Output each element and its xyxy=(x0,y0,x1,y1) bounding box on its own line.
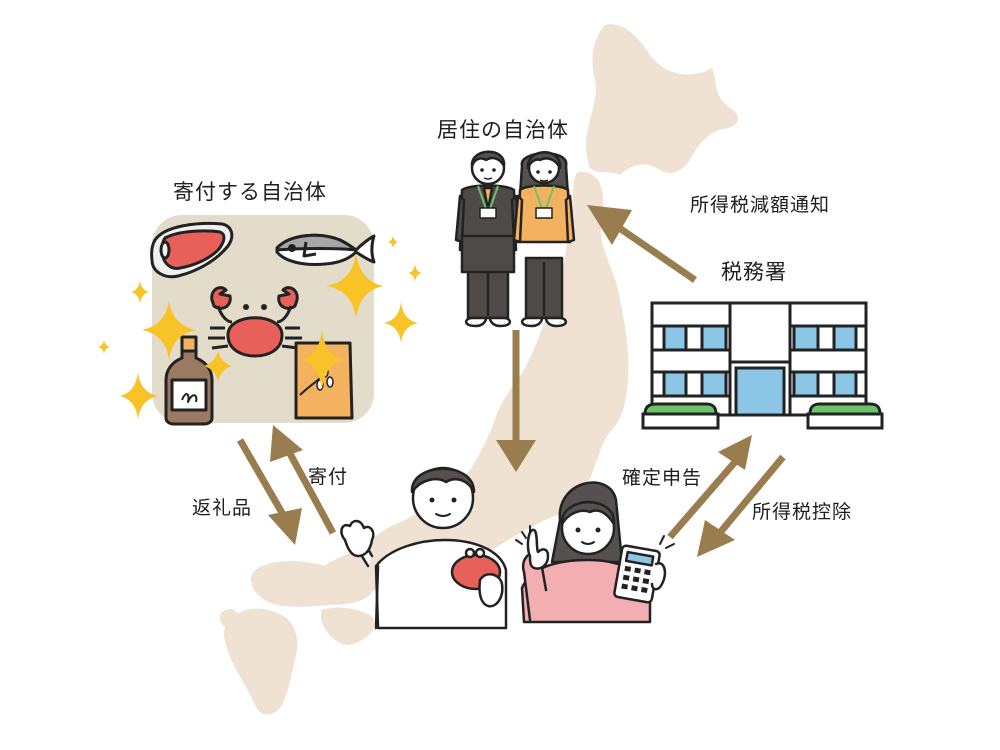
arrow-deduction xyxy=(715,454,786,538)
donation-label: 寄付 xyxy=(308,466,349,488)
arrowhead-return-gift xyxy=(268,508,302,545)
window xyxy=(662,324,688,352)
donation-municipality-title: 寄付する自治体 xyxy=(173,180,327,204)
arrowhead-residence-down xyxy=(496,440,536,472)
arrowhead-notice xyxy=(587,205,632,245)
sparkle-icon xyxy=(142,300,196,360)
sparkle-icon xyxy=(131,280,149,304)
map-kyushu-nw xyxy=(219,609,239,628)
crab-icon xyxy=(208,286,302,358)
sparkle-icon xyxy=(408,264,422,282)
sake-bottle-icon xyxy=(164,335,214,426)
fish-icon xyxy=(275,233,376,266)
sparkle-icon xyxy=(204,350,232,382)
arrowhead-donation xyxy=(270,425,303,462)
map-chugoku xyxy=(250,560,374,607)
arrow-donation xyxy=(284,448,337,535)
arrow-return-gift xyxy=(236,438,289,520)
map-kyushu xyxy=(224,608,298,715)
map-honshu xyxy=(320,171,629,592)
arrow-taxoffice-to-residence xyxy=(613,222,697,283)
map-hokkaido xyxy=(585,24,739,176)
residence-municipality-title: 居住の自治体 xyxy=(437,118,569,142)
sparkle-icon xyxy=(384,302,418,343)
sparkle-icon xyxy=(120,372,158,420)
window xyxy=(832,370,858,398)
arrow-tax-return xyxy=(667,459,738,540)
woman-with-calculator-figure xyxy=(515,481,675,624)
female-official-figure xyxy=(512,151,576,328)
tax-reduction-notice-label: 所得税減額通知 xyxy=(690,194,831,216)
return-gift-label: 返礼品 xyxy=(192,497,253,519)
map-shikoku xyxy=(320,607,375,645)
sparkle-icon xyxy=(98,340,110,354)
window xyxy=(700,370,728,398)
window xyxy=(700,324,728,352)
window xyxy=(832,324,858,352)
sparkle-icon xyxy=(388,236,398,248)
sparkles xyxy=(98,236,422,420)
tax-office-title: 税務署 xyxy=(721,260,787,284)
planter-right xyxy=(808,402,882,416)
window xyxy=(792,324,820,352)
arrowhead-tax-return xyxy=(718,435,752,470)
sparkle-icon xyxy=(326,253,384,318)
male-official-figure xyxy=(454,150,522,328)
sparkle-icon xyxy=(302,330,342,390)
tax-return-label: 確定申告 xyxy=(622,467,703,489)
planter-left xyxy=(643,402,718,416)
arrowhead-deduction xyxy=(697,520,735,557)
window xyxy=(662,370,688,398)
map-sado xyxy=(522,366,539,389)
window xyxy=(792,370,820,398)
man-with-purse-figure xyxy=(340,466,508,630)
meat-icon xyxy=(150,221,234,279)
income-tax-deduction-label: 所得税控除 xyxy=(752,501,853,523)
